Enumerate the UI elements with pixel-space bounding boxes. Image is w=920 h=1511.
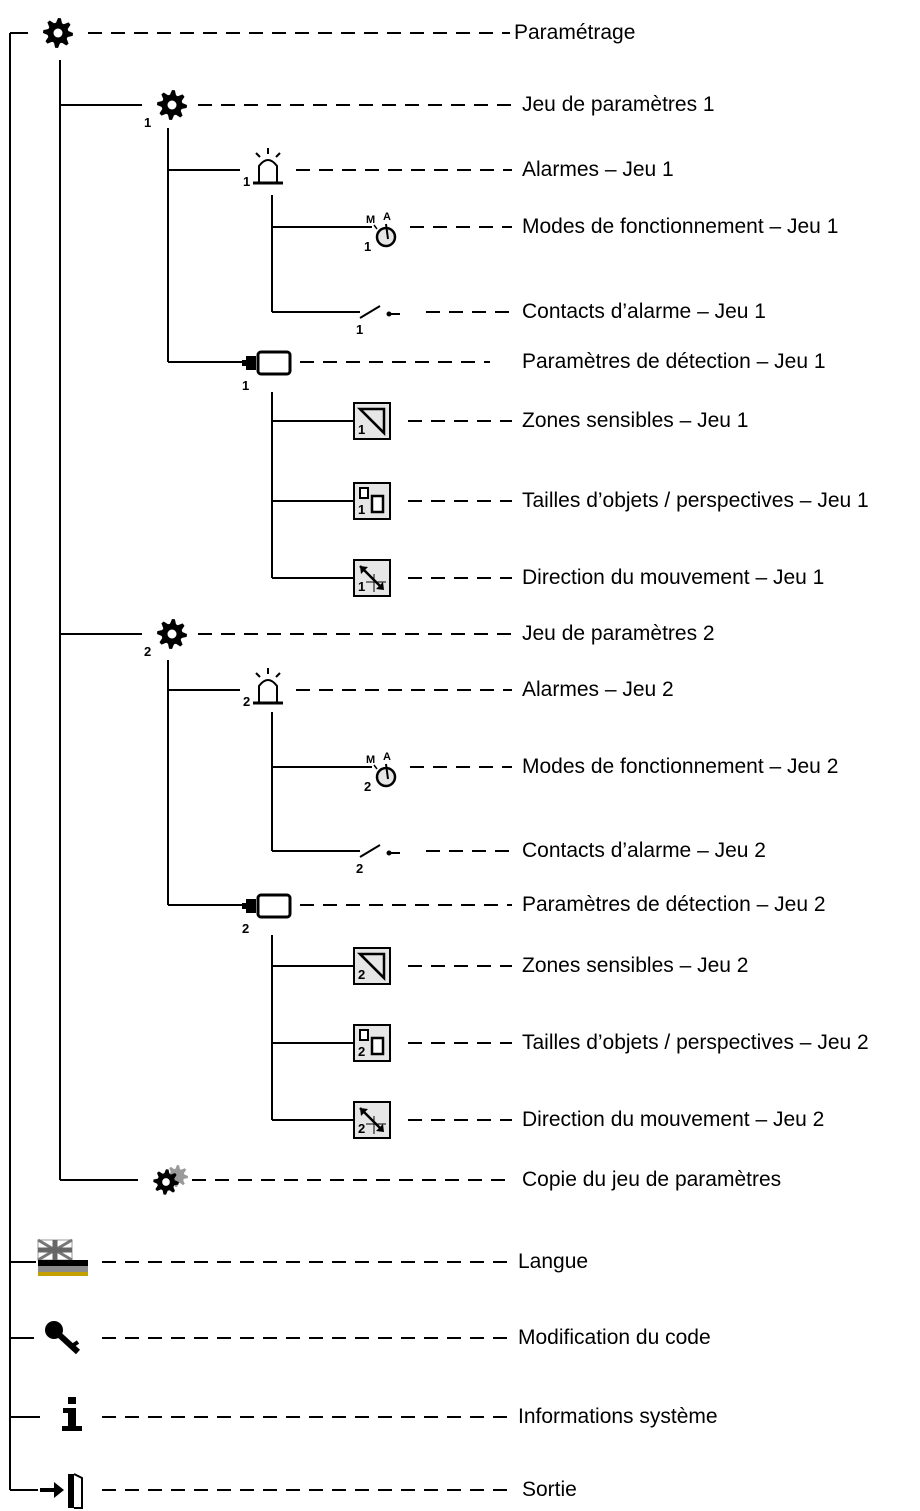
menu-label-langue: Langue [518, 1250, 589, 1273]
exit-door-icon [40, 1473, 83, 1509]
index-subscript: 2 [356, 861, 363, 876]
gear-icon: 2 [144, 619, 187, 659]
mode-mark-m: M [366, 754, 375, 766]
mode-mark-a: A [383, 751, 391, 763]
alarm-beacon-icon: 2 [243, 668, 283, 709]
menu-label-contacts2: Contacts d’alarme – Jeu 2 [522, 839, 766, 862]
index-subscript: 1 [356, 322, 363, 337]
menu-label-detection1: Paramètres de détection – Jeu 1 [522, 350, 826, 373]
index-subscript: 2 [144, 644, 151, 659]
index-subscript: 1 [358, 502, 365, 517]
index-subscript: 1 [242, 378, 249, 393]
object-size-icon: 1 [353, 482, 391, 520]
alarm-beacon-icon: 1 [243, 148, 283, 189]
sensitive-zone-icon: 2 [353, 947, 391, 985]
index-subscript: 2 [243, 694, 250, 709]
motion-direction-icon: 2 [353, 1101, 391, 1139]
key-icon [45, 1321, 81, 1355]
index-subscript: 2 [358, 1044, 365, 1059]
menu-label-direction1: Direction du mouvement – Jeu 1 [522, 566, 825, 589]
alarm-contact-icon: 2 [356, 844, 400, 876]
menu-label-direction2: Direction du mouvement – Jeu 2 [522, 1108, 825, 1131]
menu-label-sortie: Sortie [522, 1478, 577, 1501]
index-subscript: 2 [364, 779, 371, 794]
menu-label-code: Modification du code [518, 1326, 711, 1349]
gear-copy-icon [153, 1165, 188, 1195]
index-subscript: 1 [364, 239, 371, 254]
motion-direction-icon: 1 [353, 559, 391, 597]
index-subscript: 1 [358, 422, 365, 437]
gear-icon [43, 18, 73, 48]
menu-label-alarmes2: Alarmes – Jeu 2 [522, 678, 674, 701]
menu-label-jeu1: Jeu de paramètres 1 [522, 93, 715, 116]
mode-mark-m: M [366, 214, 375, 226]
menu-label-zones2: Zones sensibles – Jeu 2 [522, 954, 749, 977]
index-subscript: 1 [358, 579, 365, 594]
mode-mark-a: A [383, 211, 391, 223]
menu-label-detection2: Paramètres de détection – Jeu 2 [522, 893, 826, 916]
object-size-icon: 2 [353, 1024, 391, 1062]
info-icon [62, 1397, 82, 1431]
index-subscript: 2 [358, 1121, 365, 1136]
alarm-contact-icon: 1 [356, 305, 400, 337]
index-subscript: 1 [144, 115, 151, 130]
menu-label-modes1: Modes de fonctionnement – Jeu 1 [522, 215, 839, 238]
menu-label-copie: Copie du jeu de paramètres [522, 1168, 782, 1191]
menu-label-tailles2: Tailles d’objets / perspectives – Jeu 2 [522, 1031, 869, 1054]
language-flag-icon [37, 1238, 88, 1276]
menu-label-alarmes1: Alarmes – Jeu 1 [522, 158, 674, 181]
index-subscript: 2 [242, 921, 249, 936]
menu-label-parametrage: Paramétrage [514, 21, 636, 44]
gear-icon: 1 [144, 90, 187, 130]
menu-label-infos: Informations système [518, 1405, 718, 1428]
menu-label-modes2: Modes de fonctionnement – Jeu 2 [522, 755, 839, 778]
camera-icon: 1 [242, 350, 292, 393]
menu-label-jeu2: Jeu de paramètres 2 [522, 622, 715, 645]
camera-icon: 2 [242, 893, 292, 936]
index-subscript: 1 [243, 174, 250, 189]
menu-label-contacts1: Contacts d’alarme – Jeu 1 [522, 300, 766, 323]
menu-label-tailles1: Tailles d’objets / perspectives – Jeu 1 [522, 489, 869, 512]
index-subscript: 2 [358, 967, 365, 982]
menu-label-zones1: Zones sensibles – Jeu 1 [522, 409, 749, 432]
sensitive-zone-icon: 1 [353, 402, 391, 440]
